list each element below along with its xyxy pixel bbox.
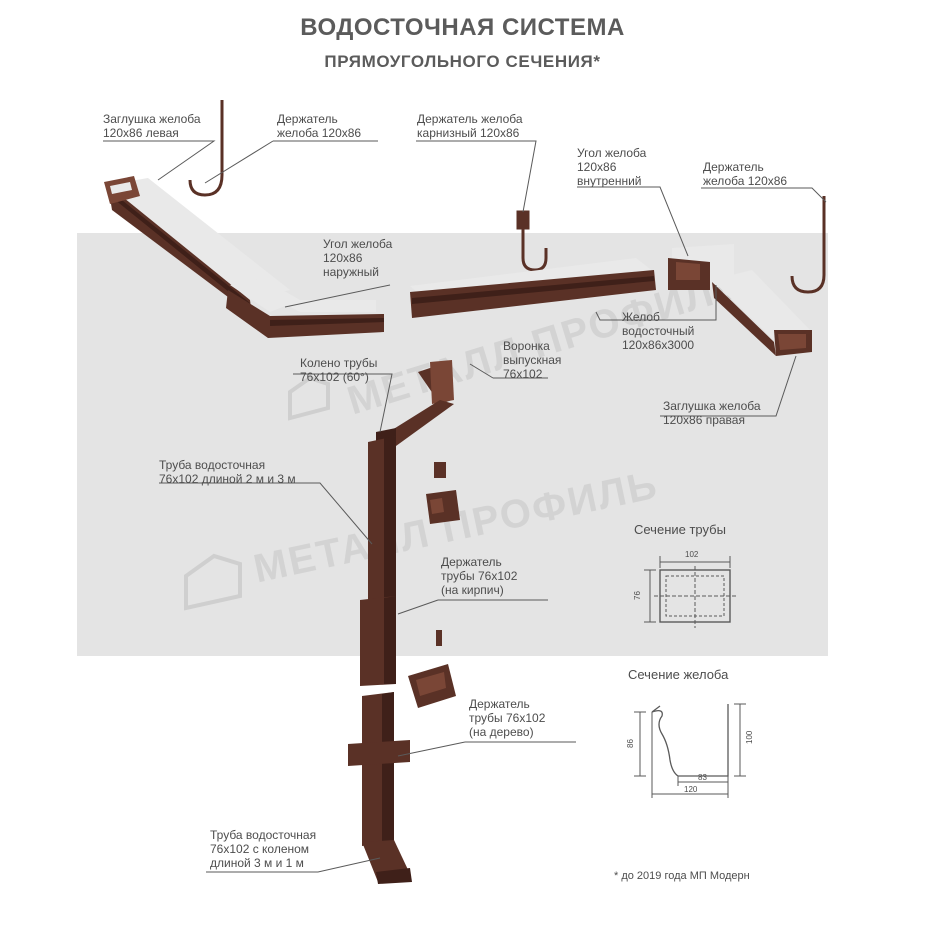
- gutter-outer-height-dim: 100: [745, 730, 754, 744]
- pipe-holder-wood-icon: [408, 664, 456, 708]
- pipe-width-dim: 102: [685, 550, 699, 559]
- gutter-section-title: Сечение желоба: [628, 667, 729, 682]
- page-subtitle: ПРЯМОУГОЛЬНОГО СЕЧЕНИЯ*: [324, 52, 601, 71]
- gutter-left-segment: [108, 178, 290, 315]
- gutter-bottom-dim: 83: [698, 773, 707, 782]
- gutter-holder-eave-icon: [516, 210, 548, 272]
- leader-lines: [103, 140, 827, 873]
- pipe-holder-brick-icon: [426, 462, 460, 646]
- pipe-elbow-upper: [376, 360, 454, 462]
- gutter-middle: [410, 258, 656, 318]
- gutter-cap-left: [104, 176, 140, 204]
- pipe-height-dim: 76: [633, 591, 642, 600]
- gutter-holder-hook-icon: [188, 100, 224, 197]
- pipe-cross-section: [644, 556, 736, 628]
- gutter-holder-hook-right-icon: [790, 196, 826, 294]
- gutter-inner-height-dim: 86: [626, 739, 635, 748]
- footnote: * до 2019 года МП Модерн: [614, 870, 750, 882]
- gutter-right-segment: [712, 270, 812, 356]
- downpipe: [360, 436, 396, 686]
- pipe-section-title: Сечение трубы: [634, 522, 726, 537]
- gutter-width-dim: 120: [684, 785, 698, 794]
- gutter-cross-section: [634, 703, 746, 798]
- watermark-logo-icon: [184, 375, 330, 611]
- page-title: ВОДОСТОЧНАЯ СИСТЕМА: [300, 14, 625, 41]
- downpipe-lower: [348, 692, 412, 884]
- gutter-corner-outer: [226, 278, 384, 338]
